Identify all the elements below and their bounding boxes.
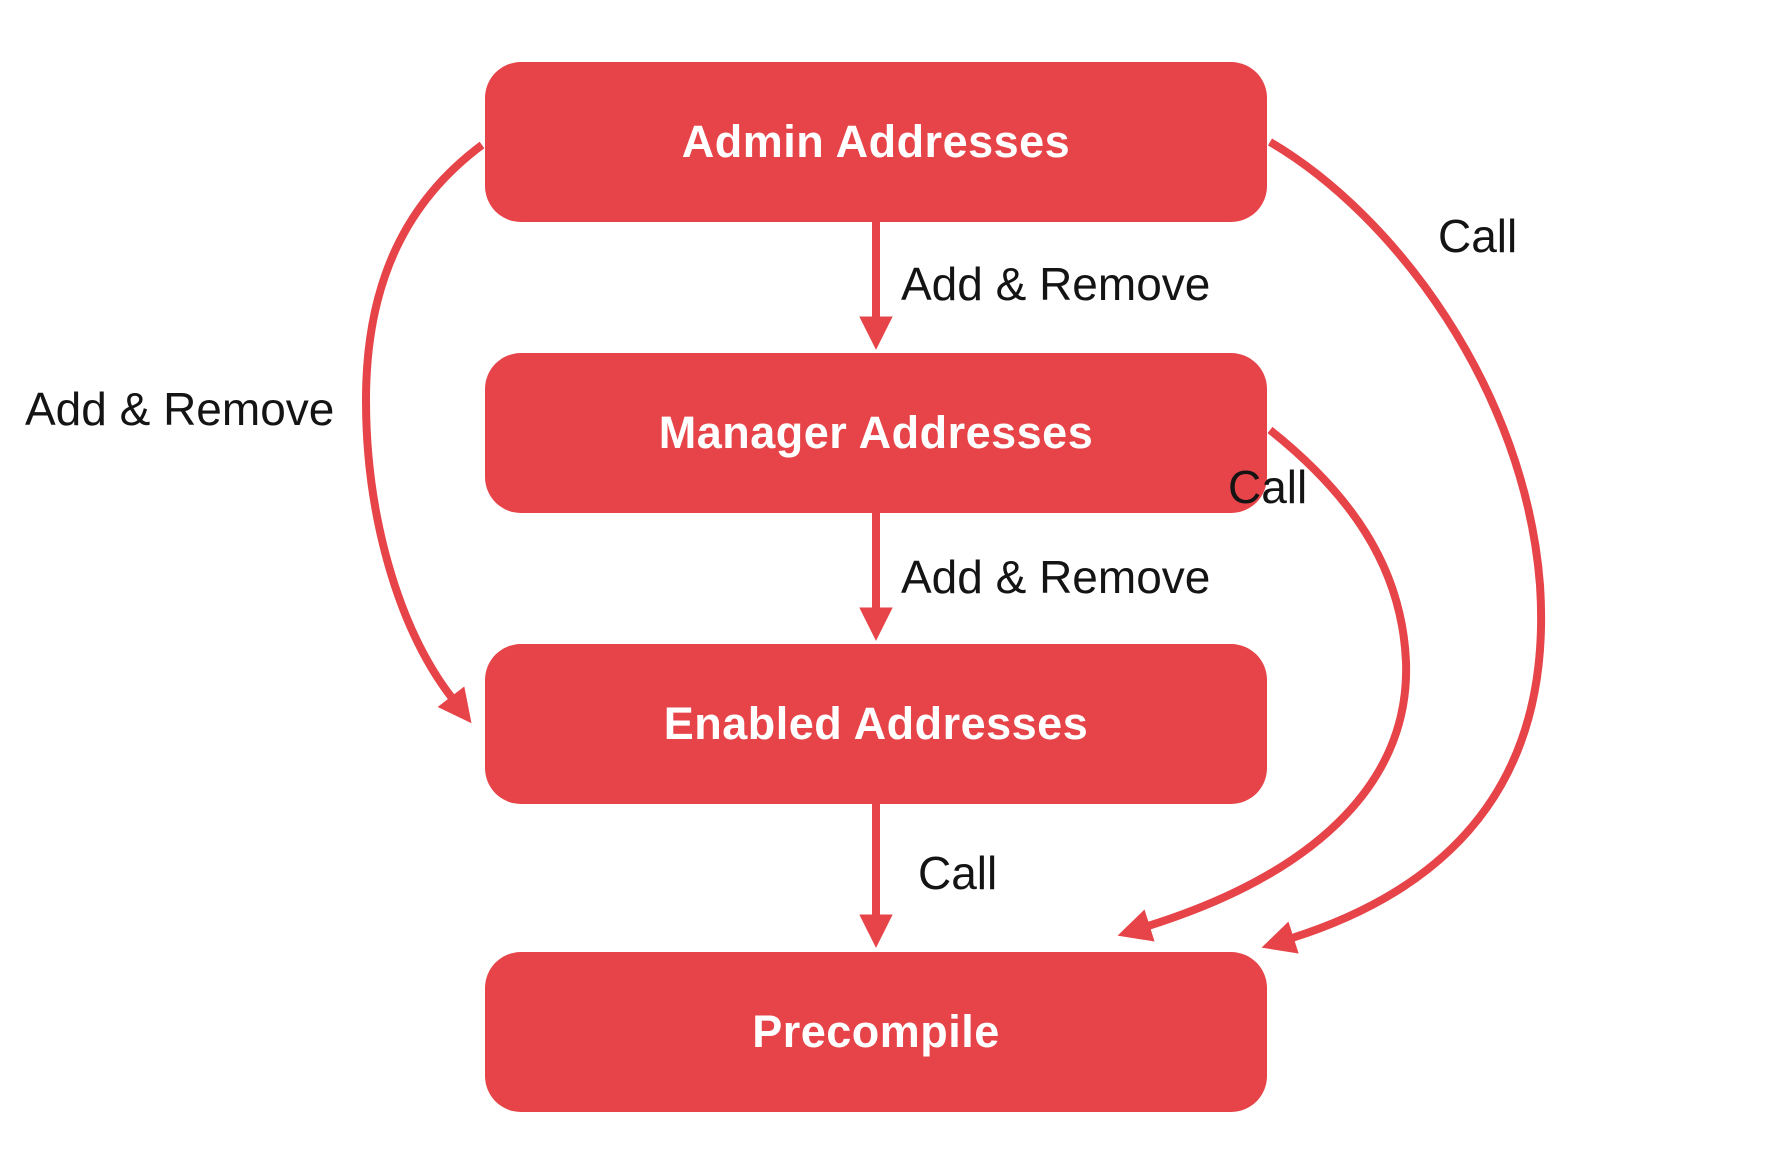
edge-admin-to-precompile-arrow xyxy=(1261,138,1546,954)
edge-admin-to-enabled-arrow xyxy=(361,141,485,724)
edge-label-manager-to-enabled: Add & Remove xyxy=(901,551,1211,603)
node-admin-addresses-label: Admin Addresses xyxy=(681,116,1071,167)
edge-label-admin-to-precompile: Call xyxy=(1438,210,1518,262)
edge-label-manager-to-precompile: Call xyxy=(1228,461,1308,513)
edge-label-enabled-to-precompile: Call xyxy=(918,847,998,899)
edge-label-admin-to-manager: Add & Remove xyxy=(901,258,1211,310)
node-manager-addresses-label: Manager Addresses xyxy=(658,407,1094,458)
edge-manager-to-precompile-arrow xyxy=(1117,426,1411,942)
node-precompile: Precompile xyxy=(485,952,1267,1112)
node-admin-addresses: Admin Addresses xyxy=(485,62,1267,222)
node-precompile-label: Precompile xyxy=(752,1006,1000,1057)
node-enabled-addresses: Enabled Addresses xyxy=(485,644,1267,804)
node-enabled-addresses-label: Enabled Addresses xyxy=(663,698,1089,749)
node-manager-addresses: Manager Addresses xyxy=(485,353,1267,513)
edge-label-admin-to-enabled: Add & Remove xyxy=(25,383,335,435)
